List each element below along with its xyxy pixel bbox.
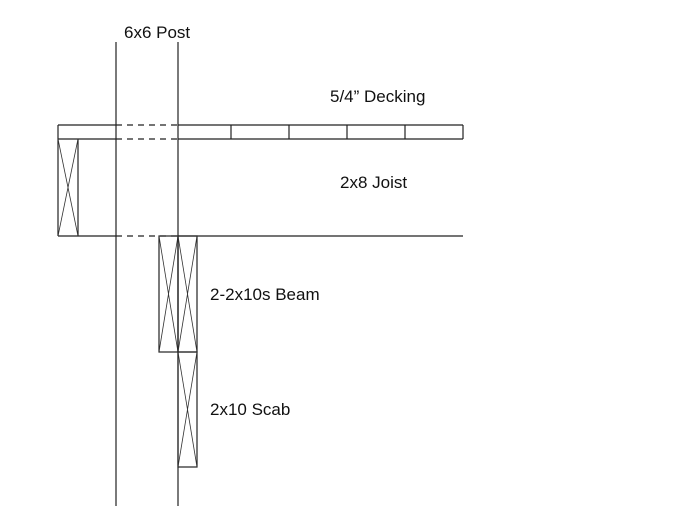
scab-label: 2x10 Scab	[210, 400, 290, 419]
beam-ply-1-cross	[158, 235, 179, 353]
scab-block	[177, 351, 198, 468]
rim-block	[57, 138, 79, 237]
post-label: 6x6 Post	[124, 23, 190, 42]
post-6x6	[115, 42, 179, 506]
scab-2x10	[177, 351, 198, 468]
beam-2-2x10	[158, 235, 198, 353]
decking-label: 5/4” Decking	[330, 87, 425, 106]
beam-ply-2-cross	[177, 235, 198, 353]
beam-label: 2-2x10s Beam	[210, 285, 320, 304]
joist-2x8	[57, 138, 463, 237]
rim-block-cross	[57, 138, 79, 237]
joist-label: 2x8 Joist	[340, 173, 407, 192]
scab-cross	[177, 351, 198, 468]
decking	[57, 124, 464, 140]
